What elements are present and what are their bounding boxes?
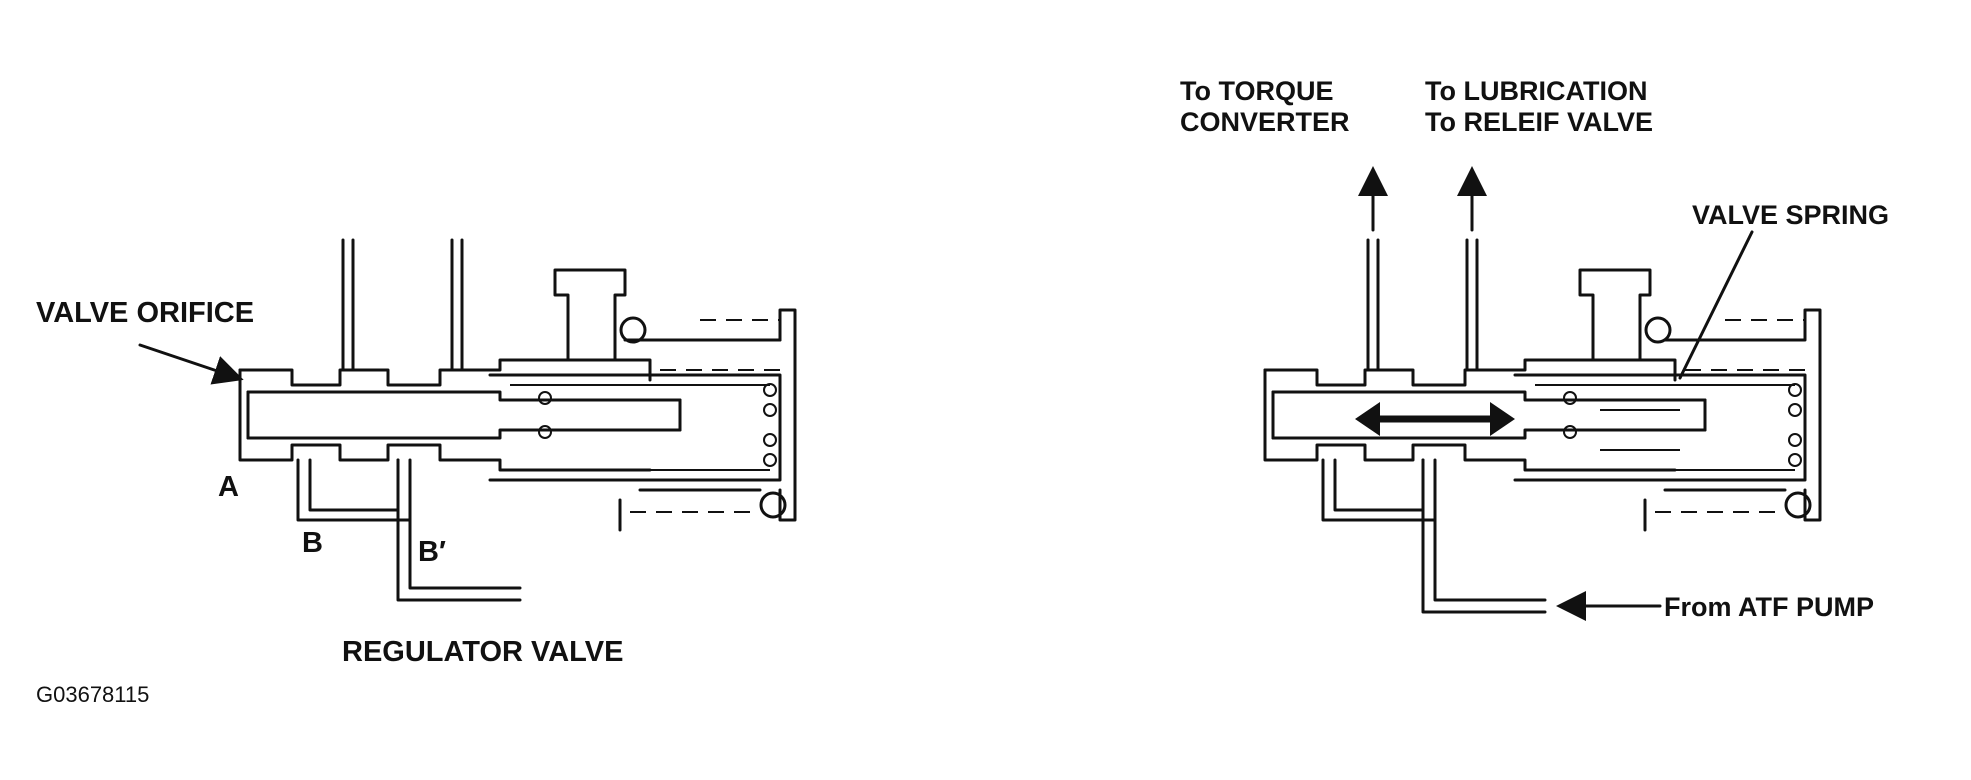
port-b-prime-label: B′	[418, 536, 446, 568]
to-lubrication-label-line1: To LUBRICATION	[1425, 76, 1647, 106]
right-regulator-valve-drawing	[1263, 166, 1822, 621]
left-regulator-valve-drawing	[138, 238, 797, 602]
to-torque-label-line2: CONVERTER	[1180, 107, 1350, 137]
regulator-valve-label: REGULATOR VALVE	[342, 636, 623, 668]
to-lubrication-label-line2: To RELEIF VALVE	[1425, 107, 1653, 137]
port-b-label: B	[302, 527, 323, 559]
figure-code: G03678115	[36, 682, 149, 707]
to-torque-label-line1: To TORQUE	[1180, 76, 1334, 106]
from-atf-pump-label: From ATF PUMP	[1664, 592, 1874, 622]
valve-orifice-label: VALVE ORIFICE	[36, 297, 254, 329]
port-a-label: A	[218, 471, 239, 503]
valve-spring-label: VALVE SPRING	[1692, 200, 1889, 230]
